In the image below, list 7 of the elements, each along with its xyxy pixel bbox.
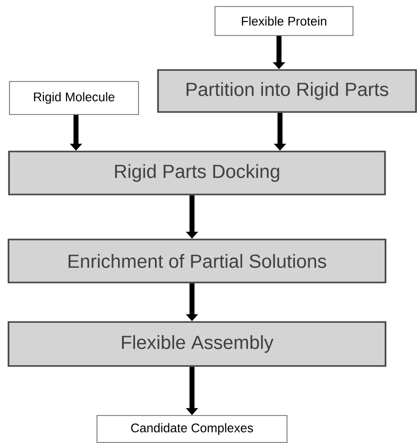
process-box: Flexible Assembly <box>8 321 386 367</box>
process-box: Enrichment of Partial Solutions <box>8 238 386 284</box>
input-output-box: Flexible Protein <box>214 6 354 36</box>
process-box: Partition into Rigid Parts <box>157 69 417 113</box>
input-output-box: Rigid Molecule <box>9 81 139 115</box>
input-output-box: Candidate Complexes <box>96 415 288 443</box>
process-box: Rigid Parts Docking <box>8 150 386 196</box>
